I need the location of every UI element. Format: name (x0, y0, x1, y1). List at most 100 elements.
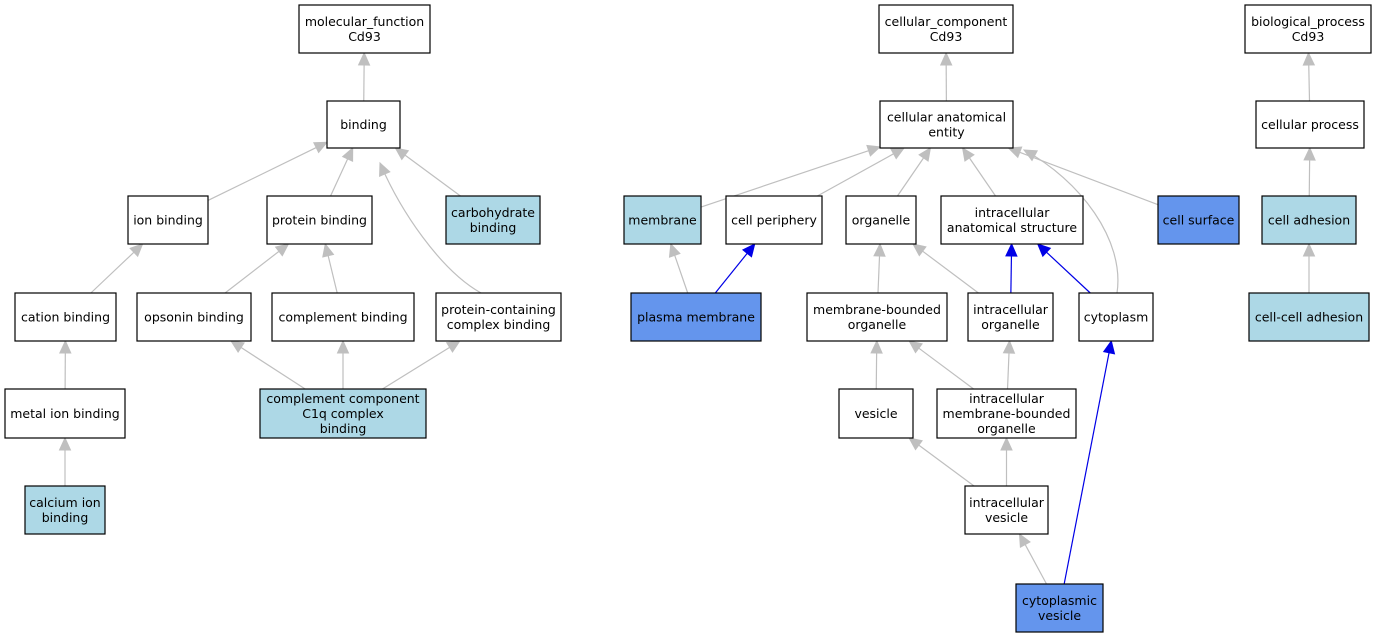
edge-cyto_vesicle-to-cytoplasm (1063, 339, 1116, 585)
node-binding[interactable]: binding (326, 100, 401, 149)
node-cell-adhesion[interactable]: cell adhesion (1261, 195, 1357, 245)
node-cation-binding[interactable]: cation binding (14, 292, 117, 342)
node-box (1248, 292, 1370, 342)
node-cellular-process[interactable]: cellular process (1255, 100, 1365, 149)
node-label: entity (928, 125, 965, 140)
edge-cation_binding-to-ion_binding (90, 243, 144, 294)
node-label: Cd93 (348, 29, 381, 44)
edge-organelle-to-cae (896, 147, 932, 197)
node-box (1157, 195, 1240, 245)
edge-ion_binding-to-binding (207, 141, 329, 201)
node-cell-periphery[interactable]: cell periphery (725, 195, 823, 245)
node-label: binding (320, 421, 367, 436)
node-label: ion binding (133, 213, 203, 228)
node-opsonin-binding[interactable]: opsonin binding (136, 292, 252, 342)
node-label: plasma membrane (637, 310, 755, 325)
node-box (127, 195, 209, 245)
edge-imbo-to-mbo (908, 340, 974, 390)
node-label: membrane (628, 213, 697, 228)
node-label: organelle (848, 317, 907, 332)
node-box (940, 195, 1084, 245)
node-label: binding (42, 510, 89, 525)
edge-cae-to-cc (939, 51, 953, 102)
node-label: complement binding (278, 310, 407, 325)
node-box (435, 292, 562, 342)
node-box (4, 388, 126, 439)
node-box (24, 485, 106, 535)
node-cytoplasm[interactable]: cytoplasm (1078, 292, 1154, 342)
node-label: vesicle (985, 510, 1028, 525)
node-box (623, 195, 702, 245)
node-plasma-membrane[interactable]: plasma membrane (630, 292, 762, 342)
node-label: anatomical structure (947, 220, 1077, 235)
node-cell-surface[interactable]: cell surface (1157, 195, 1240, 245)
node-box (936, 388, 1077, 439)
node-complement-binding[interactable]: complement binding (271, 292, 415, 342)
edge-c1q_binding-to-opsonin_binding (230, 340, 306, 390)
node-label: molecular_function (305, 14, 424, 29)
node-label: membrane-bounded (943, 406, 1071, 421)
node-metal-ion-binding[interactable]: metal ion binding (4, 388, 126, 439)
node-label: cellular process (1261, 117, 1359, 132)
node-box (259, 388, 427, 439)
node-label: cellular_component (885, 14, 1008, 29)
node-label: cation binding (21, 310, 110, 325)
edge-intra_org-to-organelle (912, 243, 979, 294)
node-box (630, 292, 762, 342)
edge-intra_vesicle-to-imbo (1000, 436, 1013, 486)
node-label: protein-containing (441, 302, 556, 317)
node-label: Cd93 (1292, 29, 1325, 44)
node-box (266, 195, 373, 245)
edge-imbo-to-intra_org (1002, 339, 1016, 390)
node-membrane[interactable]: membrane (623, 195, 702, 245)
node-box (298, 4, 431, 54)
node-label: membrane-bounded (813, 302, 941, 317)
node-organelle[interactable]: organelle (845, 195, 917, 245)
edge-opsonin_binding-to-protein_binding (224, 243, 290, 294)
node-label: organelle (852, 213, 911, 228)
node-ion-binding[interactable]: ion binding (127, 195, 209, 245)
edge-cellular_process-to-bp (1302, 51, 1316, 102)
edge-cyto_vesicle-to-intra_vesicle (1018, 532, 1048, 585)
node-label: intracellular (969, 495, 1045, 510)
node-label: cytoplasmic (1022, 593, 1097, 608)
node-label: intracellular (975, 205, 1051, 220)
node-label: intracellular (969, 391, 1045, 406)
node-label: binding (340, 117, 387, 132)
node-box (1261, 195, 1357, 245)
node-label: intracellular (973, 302, 1049, 317)
edge-cytoplasm-to-cae (1022, 149, 1119, 294)
edge-plasma_membrane-to-membrane (668, 242, 689, 294)
edge-intra_vesicle-to-vesicle (908, 437, 975, 487)
node-label: complement component (266, 391, 419, 406)
node-protein-binding[interactable]: protein binding (266, 195, 373, 245)
node-box (879, 100, 1014, 149)
edge-intra_org-to-ias (1005, 242, 1018, 294)
node-box (806, 292, 948, 342)
node-box (964, 485, 1049, 535)
node-label: calcium ion (29, 495, 100, 510)
edge-complement_binding-to-protein_binding (322, 242, 338, 294)
node-box (1015, 583, 1104, 633)
node-label: metal ion binding (10, 406, 120, 421)
edge-ias-to-cae (961, 147, 997, 197)
node-cc-adhesion[interactable]: cell-cell adhesion (1248, 292, 1370, 342)
edge-c1q_binding-to-complement_binding (336, 339, 350, 389)
node-vesicle[interactable]: vesicle (838, 388, 914, 439)
